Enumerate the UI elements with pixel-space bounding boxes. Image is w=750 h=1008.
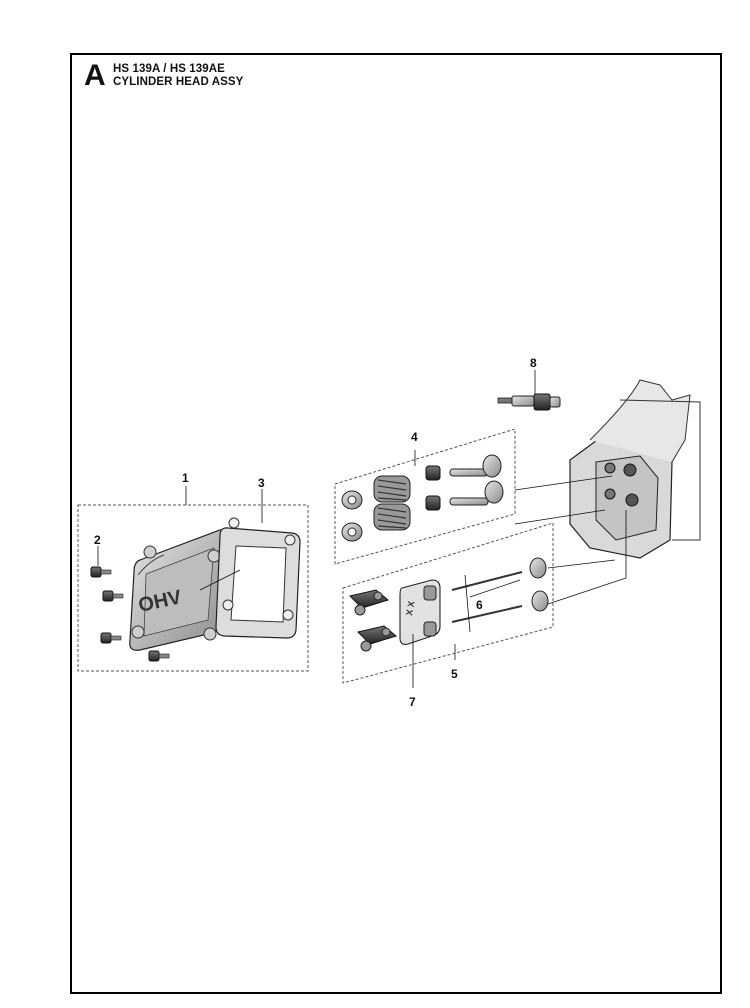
callout-7: 7 <box>409 695 416 709</box>
group-box-5 <box>342 522 554 684</box>
model-title: HS 139A / HS 139AE <box>113 63 225 75</box>
callout-8: 8 <box>530 356 537 370</box>
callout-6: 6 <box>476 598 483 612</box>
cylinder-head <box>569 379 701 559</box>
spark-plug <box>497 393 561 411</box>
callout-2: 2 <box>94 533 101 547</box>
callout-5: 5 <box>451 667 458 681</box>
assembly-title: CYLINDER HEAD ASSY <box>113 76 244 88</box>
callout-3: 3 <box>258 476 265 490</box>
cover-bolts <box>90 566 170 662</box>
callout-4: 4 <box>411 430 418 444</box>
rocker-marking: X X <box>404 600 416 616</box>
gasket-leader-line <box>199 569 241 591</box>
valve-cover: OHV <box>129 529 231 651</box>
group-box-1 <box>77 504 309 672</box>
connection-lines <box>97 370 627 688</box>
cover-gasket <box>215 517 301 639</box>
section-letter: A <box>84 59 106 92</box>
callout-1: 1 <box>182 471 189 485</box>
page-frame <box>70 53 722 994</box>
rocker-arm-parts: X X <box>349 557 549 652</box>
group-box-4 <box>334 428 516 565</box>
valve-train-parts <box>341 454 504 542</box>
